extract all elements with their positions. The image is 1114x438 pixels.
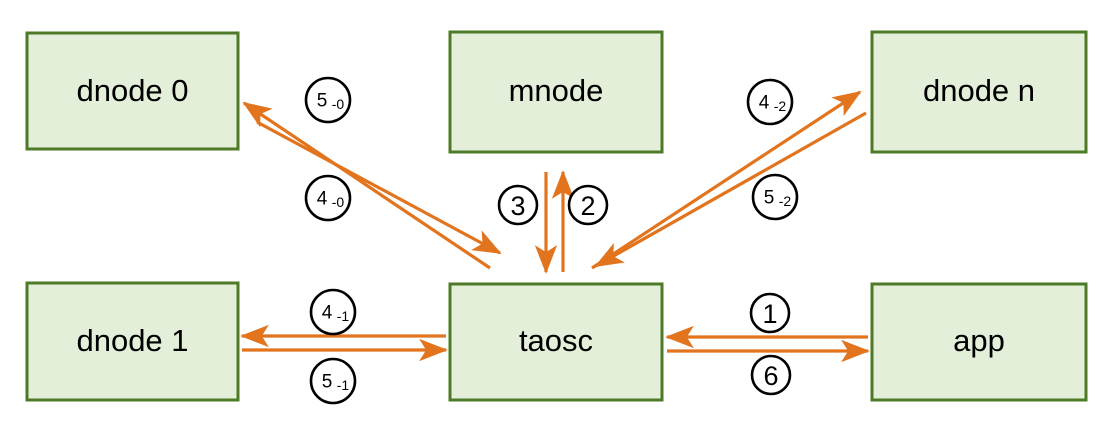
edge-5-0 xyxy=(242,101,491,270)
node-app[interactable]: app xyxy=(870,282,1088,402)
step-badge-5-0[interactable]: 5 -0 xyxy=(304,76,352,124)
step-badge-4-1-sub: -1 xyxy=(337,308,350,324)
node-label-app: app xyxy=(953,323,1005,358)
step-badge-5-1-main: 5 xyxy=(322,372,333,393)
step-badge-3-main: 3 xyxy=(510,191,525,221)
node-label-taosc: taosc xyxy=(519,323,593,358)
node-dnode-1[interactable]: dnode 1 xyxy=(25,281,240,402)
node-mnode[interactable]: mnode xyxy=(448,30,664,154)
step-badge-4-2-sub: -2 xyxy=(774,98,787,114)
step-badge-3[interactable]: 3 xyxy=(497,184,539,226)
step-badge-5-1-sub: -1 xyxy=(337,377,350,393)
step-badge-4-2-main: 4 xyxy=(759,93,770,114)
node-dnode-0[interactable]: dnode 0 xyxy=(25,31,240,151)
step-badge-5-2-sub: -2 xyxy=(779,193,792,209)
edge-5-2 xyxy=(594,111,867,268)
step-badge-2[interactable]: 2 xyxy=(567,184,609,226)
step-badge-4-1-main: 4 xyxy=(322,303,333,324)
step-badge-4-2[interactable]: 4 -2 xyxy=(746,78,794,126)
step-badge-4-0-sub: -0 xyxy=(332,194,345,210)
step-badge-4-1[interactable]: 4 -1 xyxy=(309,288,357,336)
step-badge-6[interactable]: 6 xyxy=(750,354,792,396)
edge-4-2 xyxy=(591,90,862,270)
step-badge-1[interactable]: 1 xyxy=(749,292,791,334)
step-badge-5-0-sub: -0 xyxy=(332,96,345,112)
step-badge-4-0[interactable]: 4 -0 xyxy=(304,174,352,222)
step-badge-5-2-main: 5 xyxy=(764,188,775,209)
node-label-dnode-0: dnode 0 xyxy=(76,73,188,108)
step-badge-6-main: 6 xyxy=(763,361,778,391)
step-badge-2-main: 2 xyxy=(580,191,595,221)
step-badge-5-0-main: 5 xyxy=(317,91,328,112)
step-badge-5-2[interactable]: 5 -2 xyxy=(751,173,799,221)
node-label-mnode: mnode xyxy=(509,73,604,108)
node-dnode-n[interactable]: dnode n xyxy=(870,30,1088,154)
node-taosc[interactable]: taosc xyxy=(448,282,664,402)
step-badge-4-0-main: 4 xyxy=(317,189,328,210)
step-badge-5-1[interactable]: 5 -1 xyxy=(309,357,357,405)
node-label-dnode-1: dnode 1 xyxy=(76,323,188,358)
node-label-dnode-n: dnode n xyxy=(923,73,1035,108)
step-badge-1-main: 1 xyxy=(762,299,777,329)
edge-4-0 xyxy=(256,120,502,255)
